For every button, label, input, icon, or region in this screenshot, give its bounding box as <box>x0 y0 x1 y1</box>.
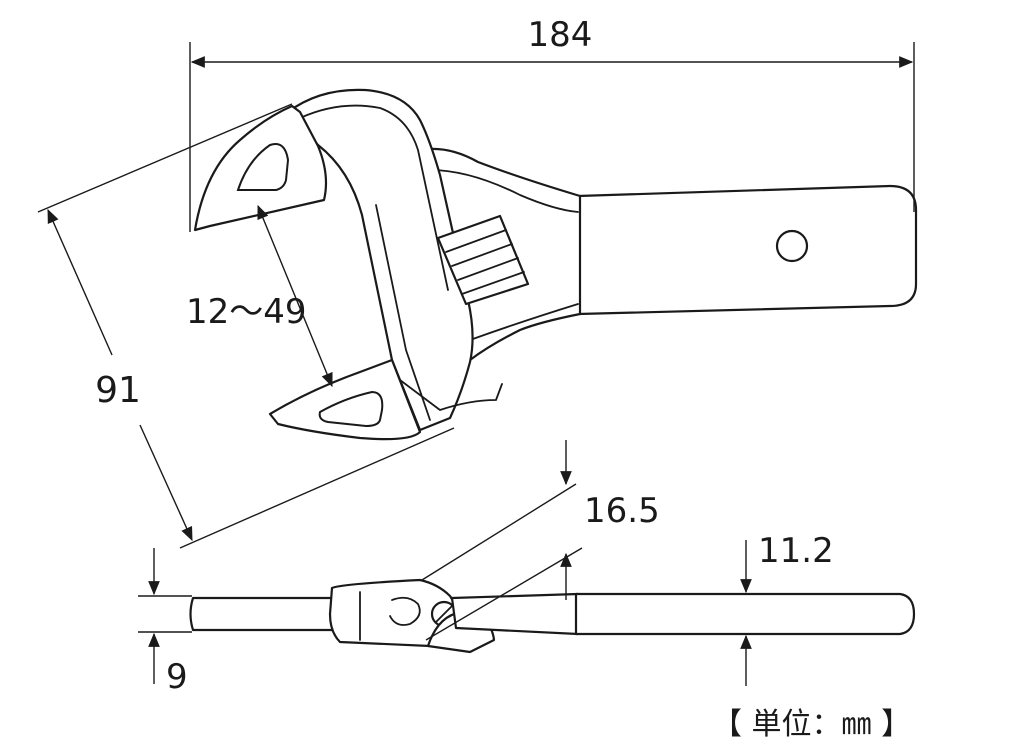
dim-label-184: 184 <box>528 15 593 55</box>
dim-head-width: 91 <box>37 103 455 549</box>
dim-jaw-opening: 12〜49 <box>186 204 333 388</box>
fixed-jaw-window <box>236 143 290 191</box>
wrench-handle-grip <box>576 184 918 316</box>
hanging-hole <box>775 229 809 263</box>
dim-head-thickness: 16.5 <box>421 440 660 641</box>
side-handle <box>574 592 916 636</box>
wrench-side-view <box>189 578 916 654</box>
dim-label-12-49: 12〜49 <box>186 292 307 332</box>
unit-label: 【 単位：㎜ 】 <box>712 707 911 742</box>
dim-handle-thickness: 11.2 <box>740 531 834 686</box>
dim-jaw-thickness: 9 <box>138 548 192 697</box>
dim-label-91: 91 <box>95 370 141 411</box>
dim-label-11-2: 11.2 <box>758 531 834 571</box>
dim-overall-length: 184 <box>189 15 915 232</box>
movable-jaw-window <box>318 390 384 428</box>
worm-adjuster <box>436 214 530 306</box>
dim-label-9: 9 <box>166 657 188 697</box>
dim-label-16-5: 16.5 <box>584 491 660 531</box>
side-jaw-end <box>189 596 342 632</box>
wrench-top-view <box>193 88 918 441</box>
